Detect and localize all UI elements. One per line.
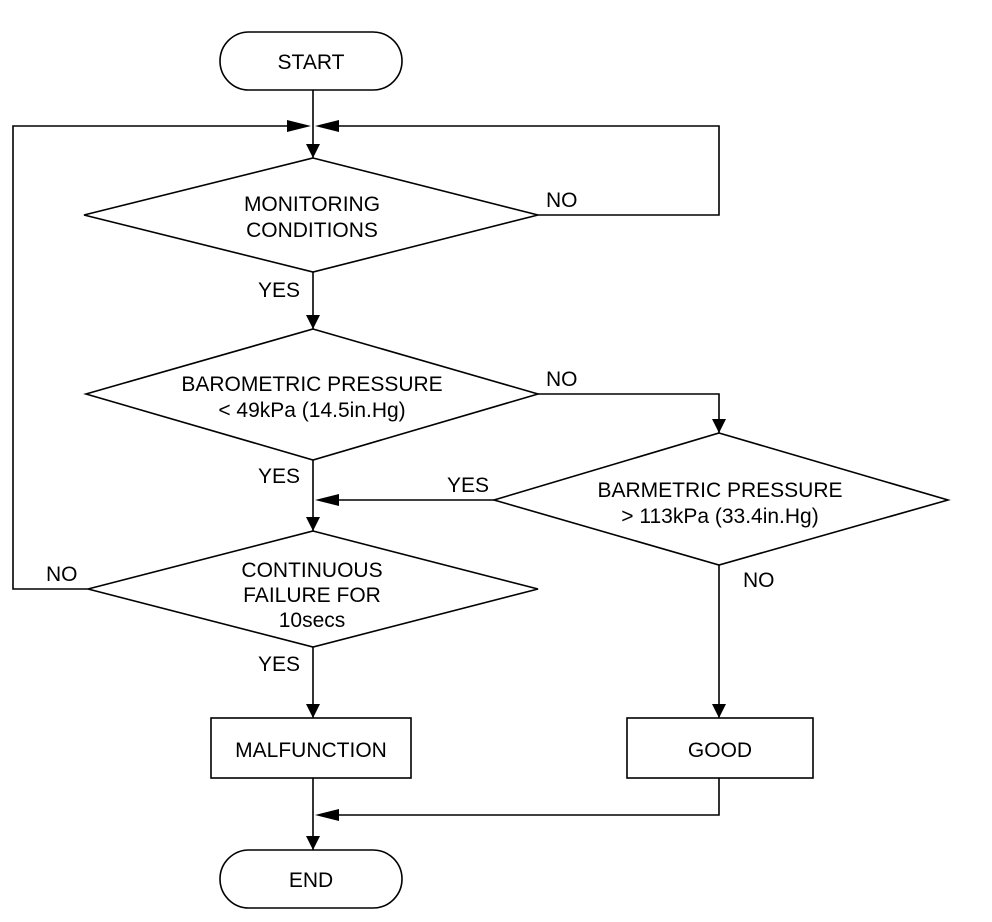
arrowhead-into-malfunction [306,704,320,718]
node-start-label: START [278,51,345,74]
edge-label-baro-high-yes: YES [447,474,489,497]
arrowhead-good-join [315,809,339,821]
node-baro-high-label-line2: > 113kPa (33.4in.Hg) [621,505,818,528]
edge-label-monitoring-yes: YES [258,279,300,302]
connector-monitoring-no-loop [325,125,720,216]
edge-label-baro-high-no: NO [743,569,775,592]
node-barometric-low: BAROMETRIC PRESSURE < 49kPa (14.5in.Hg) [83,328,541,461]
edge-labels: NO YES NO YES YES NO NO YES [46,189,775,676]
node-end: END [219,849,403,909]
arrowhead-into-good [712,704,726,718]
node-malfunction: MALFUNCTION [210,717,412,779]
node-monitoring-conditions: MONITORING CONDITIONS [83,157,539,273]
arrowhead-into-monitoring [306,144,320,158]
node-barometric-high: BARMETRIC PRESSURE > 113kPa (33.4in.Hg) [491,432,951,566]
node-good: GOOD [626,717,814,779]
node-baro-high-label-line1: BARMETRIC PRESSURE [597,479,842,502]
edge-label-monitoring-no: NO [546,189,578,212]
arrowhead-into-baro-low [306,315,320,329]
arrowhead-loop-right [315,120,339,132]
node-continuous-label-line1: CONTINUOUS [241,559,382,582]
connector-good-join [325,778,720,816]
node-monitoring-label-line1: MONITORING [244,193,380,216]
node-continuous-label-line2: FAILURE FOR [243,584,381,607]
node-baro-low-label-line1: BAROMETRIC PRESSURE [181,373,442,396]
node-malfunction-label: MALFUNCTION [235,739,387,762]
arrowhead-yes-join [315,494,339,506]
node-monitoring-label-line2: CONDITIONS [246,219,378,242]
connector-baro-low-no [538,393,720,433]
connector-continuous-no-loop [12,125,301,590]
arrowhead-into-end [306,836,320,850]
node-end-label: END [289,869,333,892]
node-continuous-failure: CONTINUOUS FAILURE FOR 10secs [87,530,539,648]
edge-label-baro-low-yes: YES [258,465,300,488]
edge-label-continuous-no: NO [46,563,78,586]
edge-label-baro-low-no: NO [546,368,578,391]
connectors [12,90,720,850]
node-good-label: GOOD [688,739,752,762]
node-start: START [219,31,403,91]
node-baro-low-label-line2: < 49kPa (14.5in.Hg) [218,399,405,422]
arrowheads [287,120,726,850]
edge-label-continuous-yes: YES [258,653,300,676]
node-continuous-label-line3: 10secs [279,609,346,632]
arrowhead-loop-left [287,120,311,132]
arrowhead-into-continuous [306,517,320,531]
arrowhead-into-baro-high [712,419,726,433]
